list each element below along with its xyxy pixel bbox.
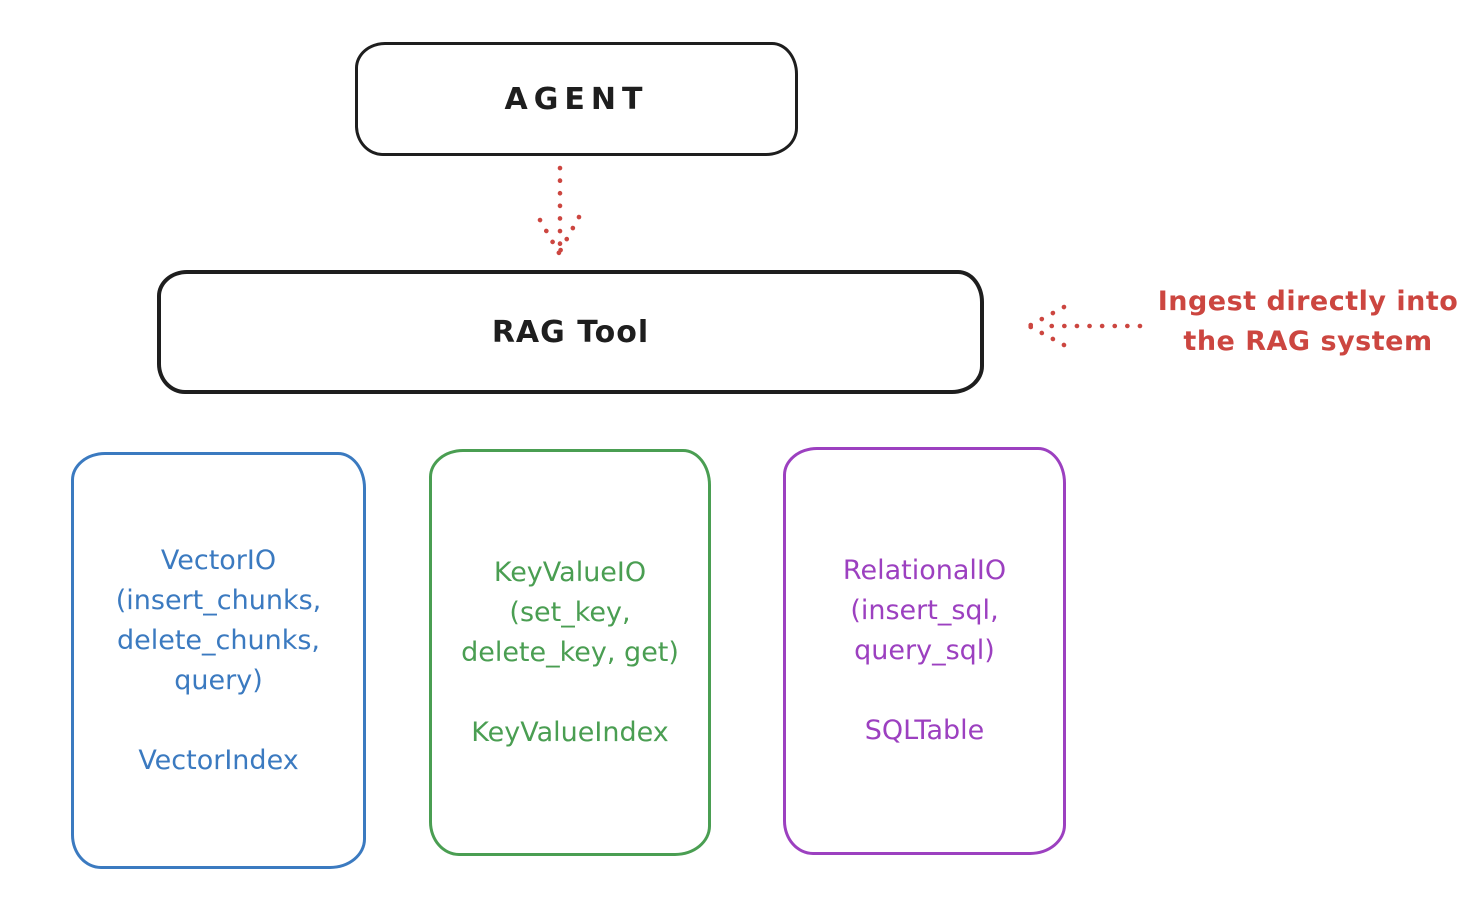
vector-index-label: VectorIndex <box>138 744 299 776</box>
rag-tool-label: RAG Tool <box>491 314 650 350</box>
keyvalue-io-box: KeyValueIO (set_key, delete_key, get) Ke… <box>429 449 711 856</box>
ingest-annotation-line2: the RAG system <box>1183 326 1433 357</box>
io-method-line: (set_key, <box>509 596 631 628</box>
ingest-annotation: Ingest directly into the RAG system <box>1138 282 1478 362</box>
sql-table-label: SQLTable <box>864 715 985 746</box>
keyvalue-index-label: KeyValueIndex <box>471 716 669 748</box>
io-method-line: delete_key, get) <box>461 636 679 668</box>
io-method-line: VectorIO <box>160 544 277 576</box>
keyvalue-io-methods: KeyValueIO (set_key, delete_key, get) <box>461 553 679 673</box>
vector-io-methods: VectorIO (insert_chunks, delete_chunks, … <box>116 541 321 701</box>
rag-tool-box: RAG Tool <box>157 270 984 394</box>
ingest-annotation-line1: Ingest directly into <box>1157 286 1459 317</box>
io-method-line: (insert_sql, <box>850 595 999 626</box>
io-method-line: (insert_chunks, <box>115 584 322 616</box>
agent-box: AGENT <box>355 42 798 156</box>
relational-io-box: RelationalIO (insert_sql, query_sql) SQL… <box>783 447 1066 855</box>
agent-label: AGENT <box>504 81 649 117</box>
io-method-line: delete_chunks, <box>116 624 320 656</box>
io-method-line: RelationalIO <box>842 555 1007 586</box>
dotted-arrow-down-icon <box>537 165 582 256</box>
vector-io-box: VectorIO (insert_chunks, delete_chunks, … <box>71 452 366 869</box>
io-method-line: query) <box>174 664 263 696</box>
relational-io-methods: RelationalIO (insert_sql, query_sql) <box>843 551 1006 671</box>
io-method-line: KeyValueIO <box>493 556 647 588</box>
io-method-line: query_sql) <box>854 635 995 666</box>
dotted-arrow-left-icon <box>1026 304 1143 348</box>
